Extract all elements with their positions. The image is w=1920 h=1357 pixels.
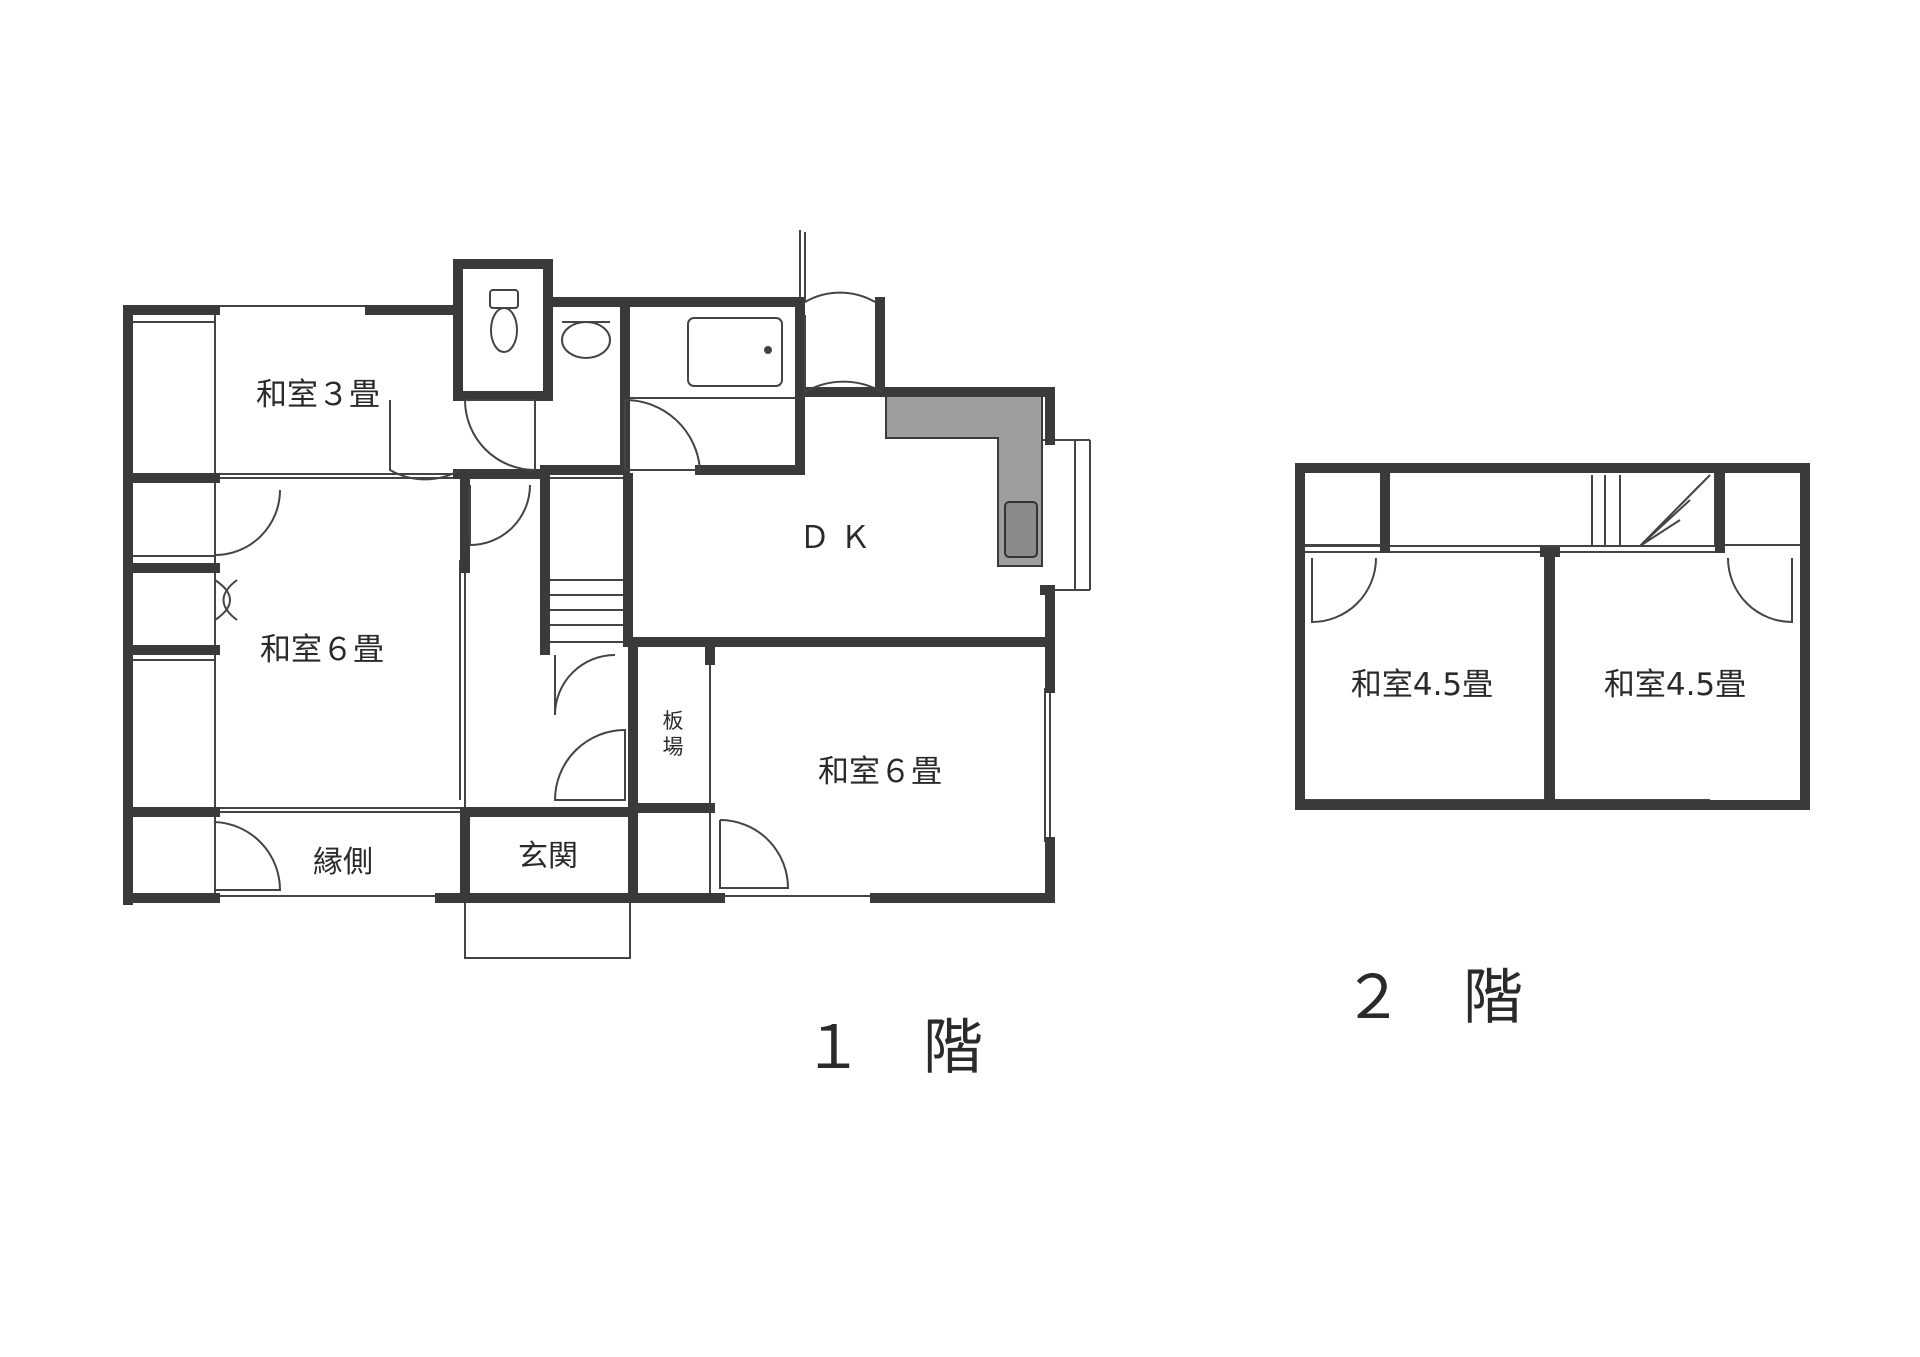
floor-1-plan: 和室３畳 和室６畳 Ｄ Ｋ 和室６畳 縁側 玄関 板 場 １ 階: [123, 230, 1091, 1083]
kitchen-sink-icon: [1004, 501, 1038, 558]
room-label-dk: Ｄ Ｋ: [799, 520, 871, 556]
room-label-engawa: 縁側: [313, 845, 373, 880]
floor-1-fixtures: [489, 289, 783, 387]
floor-2-title: ２ 階: [1343, 963, 1523, 1033]
room-label-itaba-2: 場: [663, 735, 684, 759]
floor-1-title: １ 階: [803, 1013, 983, 1083]
room-label-washitsu-4-5-left: 和室4.5畳: [1351, 667, 1493, 703]
floor-2-doors: [1311, 557, 1793, 624]
floor-1-walls: [123, 259, 1055, 905]
floor-1-labels: 和室３畳 和室６畳 Ｄ Ｋ 和室６畳 縁側 玄関 板 場 １ 階: [256, 377, 983, 1083]
room-label-washitsu-6-left: 和室６畳: [260, 632, 384, 668]
floor-2-plan: 和室4.5畳 和室4.5畳 ２ 階: [1295, 463, 1810, 1033]
room-label-washitsu-4-5-right: 和室4.5畳: [1604, 667, 1746, 703]
bathtub-icon: [687, 317, 783, 387]
toilet-bowl-icon: [490, 307, 518, 353]
floor-2-labels: 和室4.5畳 和室4.5畳 ２ 階: [1343, 667, 1746, 1033]
room-label-itaba-1: 板: [663, 709, 684, 733]
kitchen-counter: [885, 395, 1043, 567]
room-label-genkan: 玄関: [518, 839, 578, 874]
floor-1-doors: [214, 232, 883, 891]
room-label-washitsu-3: 和室３畳: [256, 377, 380, 413]
floor-2-walls: [1295, 463, 1810, 810]
room-label-washitsu-6-right: 和室６畳: [818, 754, 942, 790]
